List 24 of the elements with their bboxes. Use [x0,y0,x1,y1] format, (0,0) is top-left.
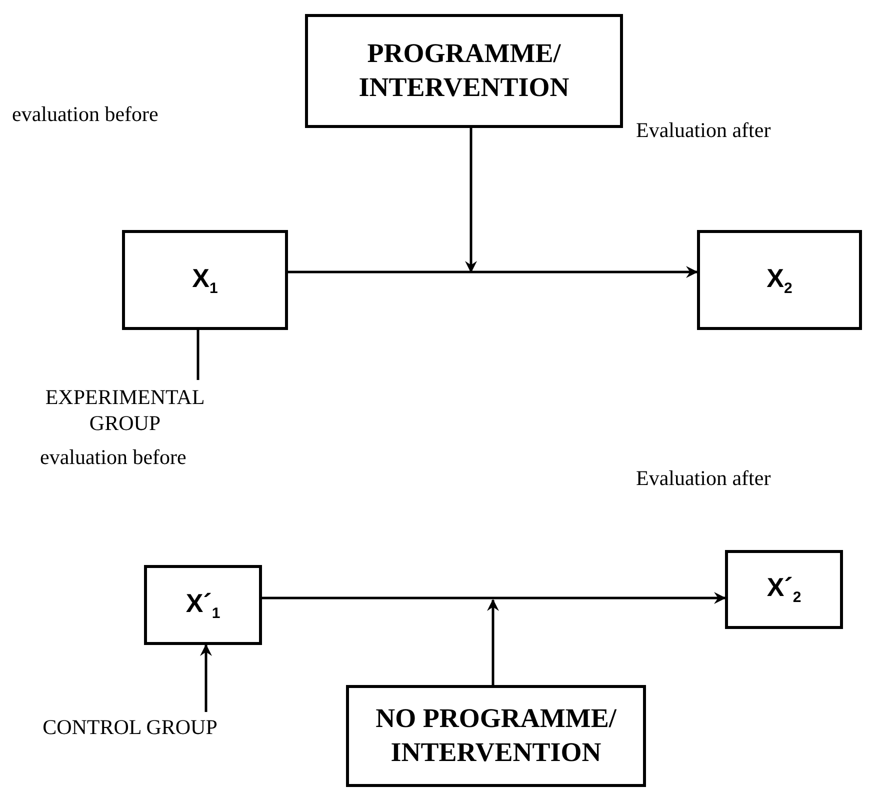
variable-label: X$_{2}$ [766,262,792,298]
connector-line [196,330,200,380]
process-box [122,230,288,330]
evaluation-label: Evaluation after [636,466,771,491]
process-box [305,14,623,128]
variable-label: X´$_{2}$ [766,571,802,608]
group-label: CONTROL GROUP [42,714,218,740]
process-box [144,565,262,645]
box-title: NO PROGRAMME/ INTERVENTION [374,702,618,769]
process-box [346,685,646,787]
evaluation-label: evaluation before [12,102,158,127]
variable-label: X´$_{1}$ [186,586,220,624]
arrow [288,266,698,278]
arrow [487,599,499,685]
group-label: EXPERIMENTAL GROUP [44,384,206,436]
evaluation-label: Evaluation after [636,118,771,143]
process-box [697,230,862,330]
variable-label: X$_{1}$ [192,262,218,298]
box-title: PROGRAMME/ INTERVENTION [358,37,570,104]
evaluation-label: evaluation before [40,445,186,470]
arrow [200,644,212,712]
arrow [262,592,726,604]
process-box [725,550,843,629]
arrow [465,128,477,273]
